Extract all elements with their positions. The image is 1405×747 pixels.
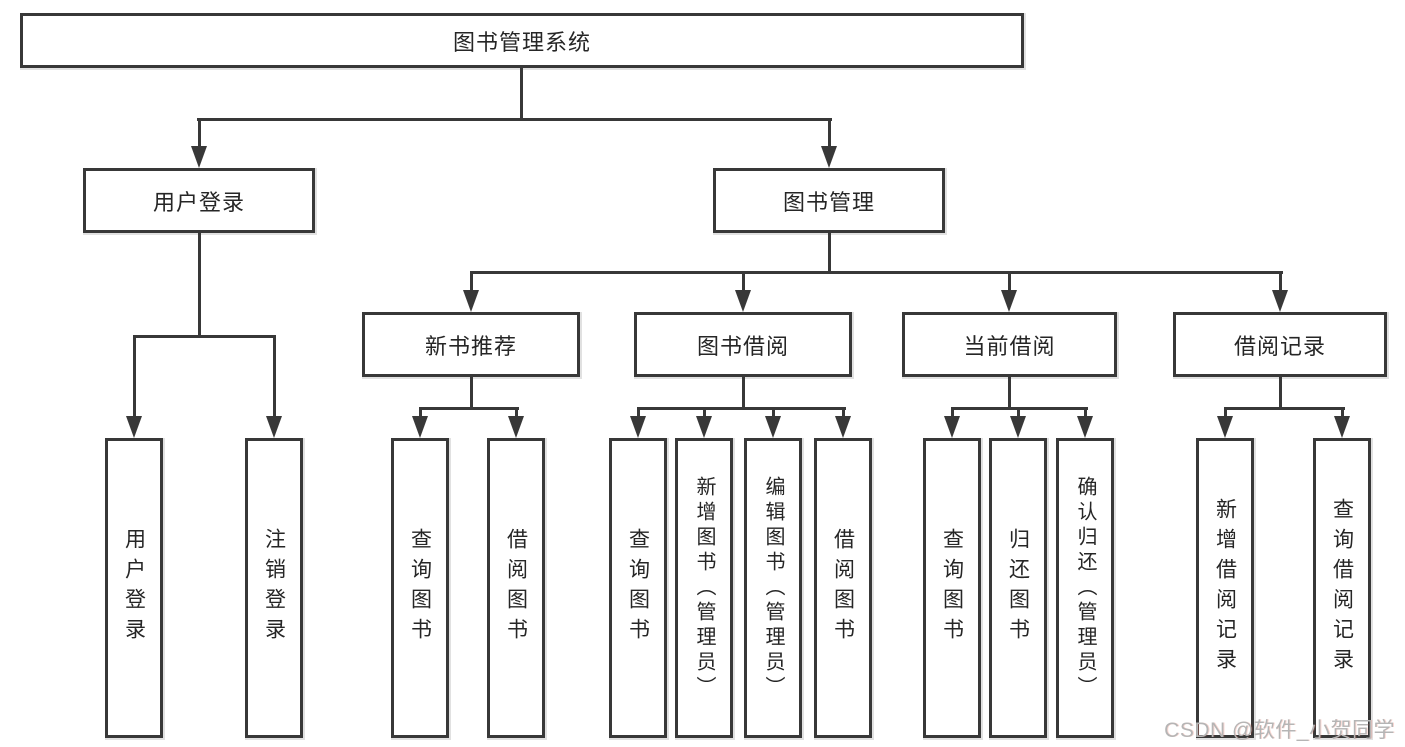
connector-line [197,118,832,121]
connector-line [515,407,518,421]
connector-line [133,335,136,420]
node-borrow-records-label: 借阅记录 [1233,333,1326,359]
leaf-records-add-record-label: 新增借阅记录 [1213,498,1237,678]
connector-line [828,118,831,150]
connector-line [1224,407,1227,421]
leaf-borrow-add-books-admin-label: 新增图书（管理员） [693,475,715,701]
connector-line [1341,407,1344,421]
connector-line [198,118,201,150]
leaf-borrow-edit-books-admin-label: 编辑图书（管理员） [762,475,784,701]
leaf-borrow-borrow-books-label: 借阅图书 [831,528,855,648]
arrowhead-down-icon [1010,416,1026,438]
leaf-current-return-books-label: 归还图书 [1006,528,1030,648]
connector-line [1224,407,1345,410]
leaf-current-confirm-return-admin: 确认归还（管理员） [1056,438,1114,738]
watermark: CSDN @软件_小贺同学 [1164,719,1395,742]
connector-line [273,335,276,420]
leaf-user-login: 用户登录 [105,438,163,738]
arrowhead-down-icon [1217,416,1233,438]
leaf-user-login-label: 用户登录 [122,528,146,648]
arrowhead-down-icon [821,146,837,168]
connector-line [520,65,523,121]
connector-line [419,407,519,410]
node-book-borrow-label: 图书借阅 [696,333,789,359]
arrowhead-down-icon [1077,416,1093,438]
connector-line [1279,271,1282,295]
arrowhead-down-icon [1272,290,1288,312]
arrowhead-down-icon [126,416,142,438]
arrowhead-down-icon [1001,290,1017,312]
connector-line [1017,407,1020,421]
connector-line [951,407,954,421]
connector-line [1279,375,1282,410]
node-root-label: 图书管理系统 [452,29,591,55]
connector-line [1008,271,1011,295]
leaf-logout: 注销登录 [245,438,303,738]
leaf-borrow-borrow-books: 借阅图书 [814,438,872,738]
node-user-login-label: 用户登录 [152,189,245,215]
leaf-current-query-books: 查询图书 [923,438,981,738]
leaf-current-confirm-return-admin-label: 确认归还（管理员） [1074,475,1096,701]
leaf-recommend-borrow-books-label: 借阅图书 [504,528,528,648]
arrowhead-down-icon [944,416,960,438]
node-root: 图书管理系统 [20,13,1024,68]
connector-line [1084,407,1087,421]
connector-line [133,335,276,338]
leaf-borrow-query-books: 查询图书 [609,438,667,738]
node-book-management: 图书管理 [713,168,945,233]
leaf-records-add-record: 新增借阅记录 [1196,438,1254,738]
leaf-recommend-borrow-books: 借阅图书 [487,438,545,738]
arrowhead-down-icon [630,416,646,438]
node-user-login: 用户登录 [83,168,315,233]
connector-line [772,407,775,421]
node-book-borrow: 图书借阅 [634,312,852,377]
connector-line [842,407,845,421]
node-current-borrow: 当前借阅 [902,312,1117,377]
arrowhead-down-icon [835,416,851,438]
connector-line [742,271,745,295]
leaf-current-query-books-label: 查询图书 [940,528,964,648]
connector-line [703,407,706,421]
arrowhead-down-icon [266,416,282,438]
arrowhead-down-icon [191,146,207,168]
leaf-borrow-query-books-label: 查询图书 [626,528,650,648]
arrowhead-down-icon [1334,416,1350,438]
connector-line [470,375,473,410]
arrowhead-down-icon [696,416,712,438]
connector-line [1008,375,1011,410]
leaf-recommend-query-books: 查询图书 [391,438,449,738]
arrowhead-down-icon [765,416,781,438]
node-borrow-records: 借阅记录 [1173,312,1387,377]
leaf-records-query-record: 查询借阅记录 [1313,438,1371,738]
connector-line [742,375,745,410]
leaf-records-query-record-label: 查询借阅记录 [1330,498,1354,678]
connector-line [637,407,640,421]
arrowhead-down-icon [463,290,479,312]
connector-line [637,407,846,410]
connector-line [198,231,201,337]
node-new-book-recommend-label: 新书推荐 [424,333,517,359]
leaf-logout-label: 注销登录 [262,528,286,648]
arrowhead-down-icon [735,290,751,312]
connector-line [828,231,831,274]
connector-line [470,271,473,295]
node-book-management-label: 图书管理 [782,189,875,215]
node-current-borrow-label: 当前借阅 [963,333,1056,359]
leaf-recommend-query-books-label: 查询图书 [408,528,432,648]
arrowhead-down-icon [412,416,428,438]
leaf-borrow-add-books-admin: 新增图书（管理员） [675,438,733,738]
leaf-current-return-books: 归还图书 [989,438,1047,738]
node-new-book-recommend: 新书推荐 [362,312,580,377]
arrowhead-down-icon [508,416,524,438]
connector-line [419,407,422,421]
connector-line [470,271,1283,274]
leaf-borrow-edit-books-admin: 编辑图书（管理员） [744,438,802,738]
